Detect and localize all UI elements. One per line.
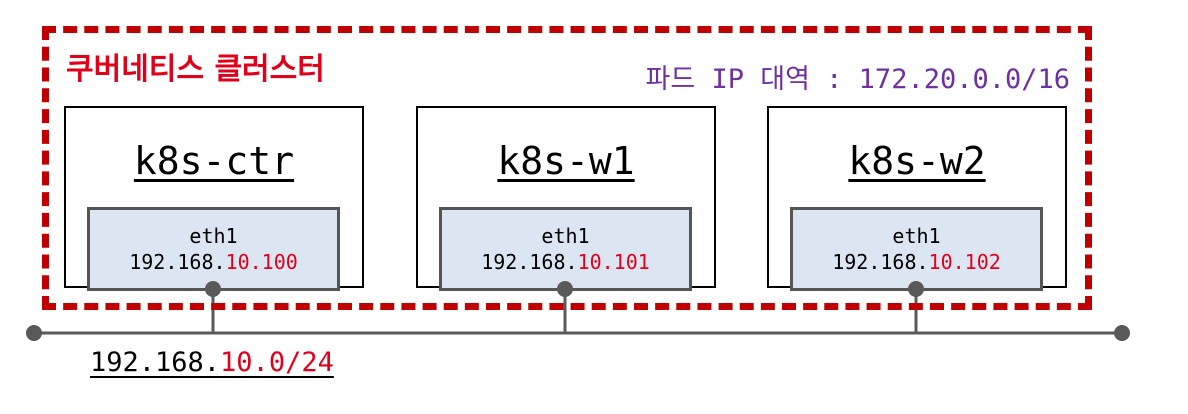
iface-k8s-w2: eth1 192.168.10.102 (790, 207, 1043, 291)
ip-prefix: 192.168. (481, 250, 578, 274)
cluster-title: 쿠버네티스 클러스터 (66, 52, 325, 87)
iface-k8s-ctr: eth1 192.168.10.100 (87, 207, 340, 291)
iface-dot-k8s-ctr (205, 281, 221, 297)
node-name-k8s-ctr: k8s-ctr (133, 139, 295, 183)
pod-cidr-label: 파드 IP 대역 : 172.20.0.0/16 (645, 64, 1070, 95)
bus-endpoint-left (26, 325, 42, 341)
network-cidr-label: 192.168.10.0/24 (90, 346, 334, 380)
ip-suffix: 10.100 (225, 250, 298, 274)
bus-endpoint-right (1114, 325, 1130, 341)
iface-ip: 192.168.10.101 (442, 249, 689, 275)
iface-name: eth1 (541, 224, 590, 248)
iface-name: eth1 (892, 224, 941, 248)
network-cidr-prefix: 192.168. (90, 347, 221, 378)
cluster-boundary (42, 26, 1092, 310)
ip-suffix: 10.102 (928, 250, 1001, 274)
iface-dot-k8s-w2 (908, 281, 924, 297)
iface-name: eth1 (189, 224, 238, 248)
node-name-k8s-w2: k8s-w2 (848, 139, 986, 183)
iface-ip: 192.168.10.102 (793, 249, 1040, 275)
node-name-k8s-w1: k8s-w1 (497, 139, 635, 183)
ip-prefix: 192.168. (832, 250, 929, 274)
ip-prefix: 192.168. (129, 250, 226, 274)
iface-ip: 192.168.10.100 (90, 249, 337, 275)
iface-dot-k8s-w1 (557, 281, 573, 297)
network-cidr-suffix: 10.0/24 (220, 347, 334, 378)
ip-suffix: 10.101 (577, 250, 650, 274)
